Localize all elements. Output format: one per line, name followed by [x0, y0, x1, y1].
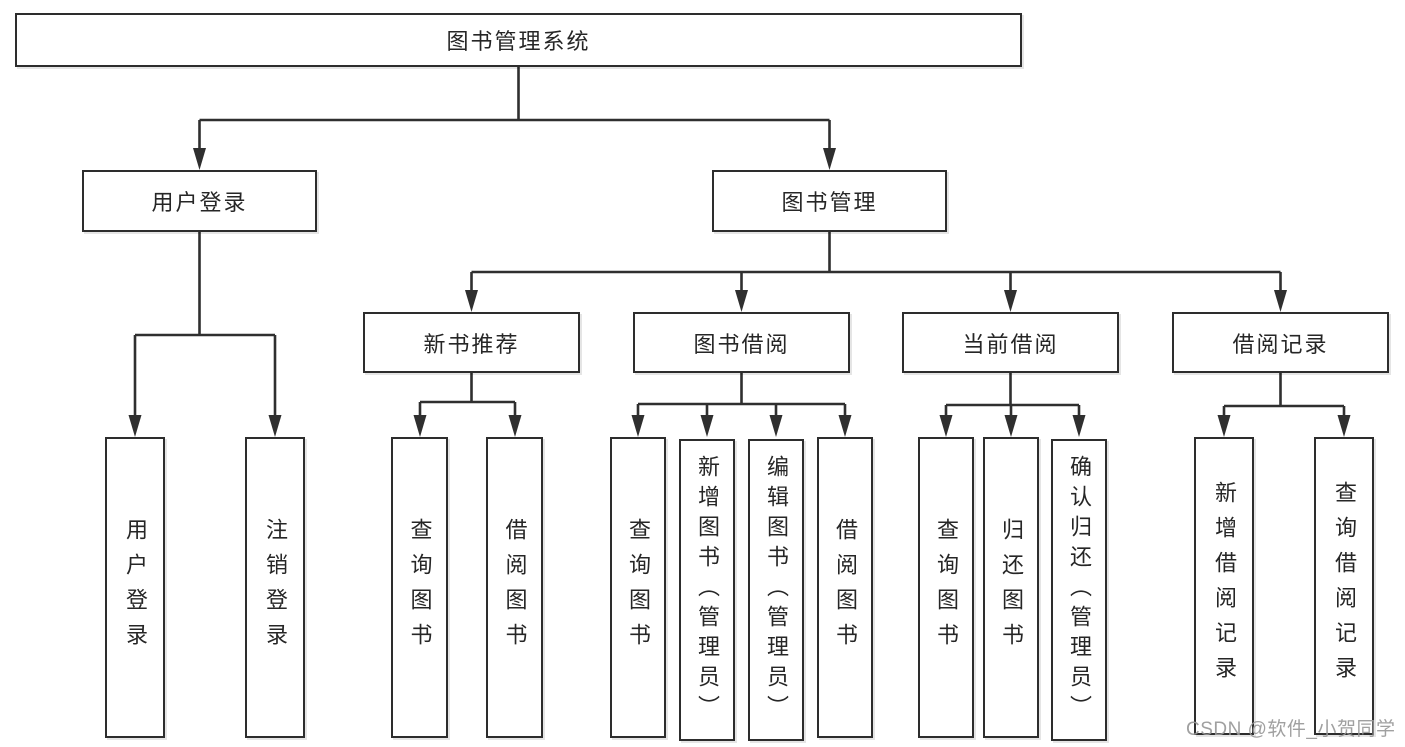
node-label: 借阅图书	[833, 517, 858, 658]
node-borrow-record: 借阅记录	[1172, 312, 1389, 373]
node-current-borrow: 当前借阅	[902, 312, 1119, 373]
node-label: 用户登录	[151, 190, 248, 215]
node-user-login: 用户登录	[82, 170, 317, 232]
node-label: 借阅图书	[502, 517, 528, 658]
node-label: 图书管理	[781, 190, 878, 215]
node-label: 用户登录	[123, 517, 148, 658]
leaf-current-return-books: 归还图书	[983, 437, 1039, 738]
leaf-current-query-books: 查询图书	[918, 437, 974, 738]
leaf-logout: 注销登录	[245, 437, 305, 738]
node-label: 当前借阅	[962, 331, 1059, 357]
leaf-current-confirm-return-admin: 确认归还（管理员）	[1051, 439, 1107, 741]
node-label: 新增借阅记录	[1212, 481, 1237, 691]
node-label: 借阅记录	[1232, 331, 1329, 357]
node-book-borrow: 图书借阅	[633, 312, 850, 373]
leaf-borrow-add-books-admin: 新增图书（管理员）	[679, 439, 735, 741]
leaf-user-login: 用户登录	[105, 437, 165, 738]
node-label: 查询图书	[626, 517, 651, 658]
node-label: 归还图书	[999, 517, 1024, 658]
node-book-mgmt: 图书管理	[712, 170, 947, 232]
node-label: 新增图书（管理员）	[695, 455, 720, 725]
connector-book-borrow-to-leaves	[631, 373, 852, 437]
node-label: 查询借阅记录	[1332, 481, 1357, 691]
leaf-borrow-edit-books-admin: 编辑图书（管理员）	[748, 439, 804, 741]
node-label: 确认归还（管理员）	[1067, 455, 1092, 725]
connector-user-login-to-leaves	[128, 232, 282, 437]
connector-root-to-level2	[193, 67, 836, 170]
node-label: 图书管理系统	[446, 29, 591, 54]
connector-book-mgmt-to-level3	[465, 232, 1287, 312]
node-new-book-rec: 新书推荐	[363, 312, 580, 373]
node-label: 编辑图书（管理员）	[764, 455, 789, 725]
leaf-borrow-query-books: 查询图书	[610, 437, 666, 738]
connector-borrow-record-to-leaves	[1217, 373, 1351, 437]
leaf-newrec-query-books: 查询图书	[391, 437, 448, 738]
node-label: 图书借阅	[693, 331, 790, 357]
connector-current-borrow-to-leaves	[939, 373, 1086, 437]
leaf-record-add-record: 新增借阅记录	[1194, 437, 1254, 735]
csdn-watermark: CSDN @软件_小贺同学	[1186, 719, 1396, 740]
leaf-newrec-borrow-books: 借阅图书	[486, 437, 543, 738]
leaf-record-query-record: 查询借阅记录	[1314, 437, 1374, 735]
node-root-system: 图书管理系统	[15, 13, 1022, 67]
node-label: 注销登录	[263, 517, 288, 658]
leaf-borrow-borrow-books: 借阅图书	[817, 437, 873, 738]
connector-new-book-rec-to-leaves	[413, 373, 522, 437]
node-label: 查询图书	[934, 517, 959, 658]
node-label: 新书推荐	[423, 331, 520, 357]
node-label: 查询图书	[407, 517, 433, 658]
